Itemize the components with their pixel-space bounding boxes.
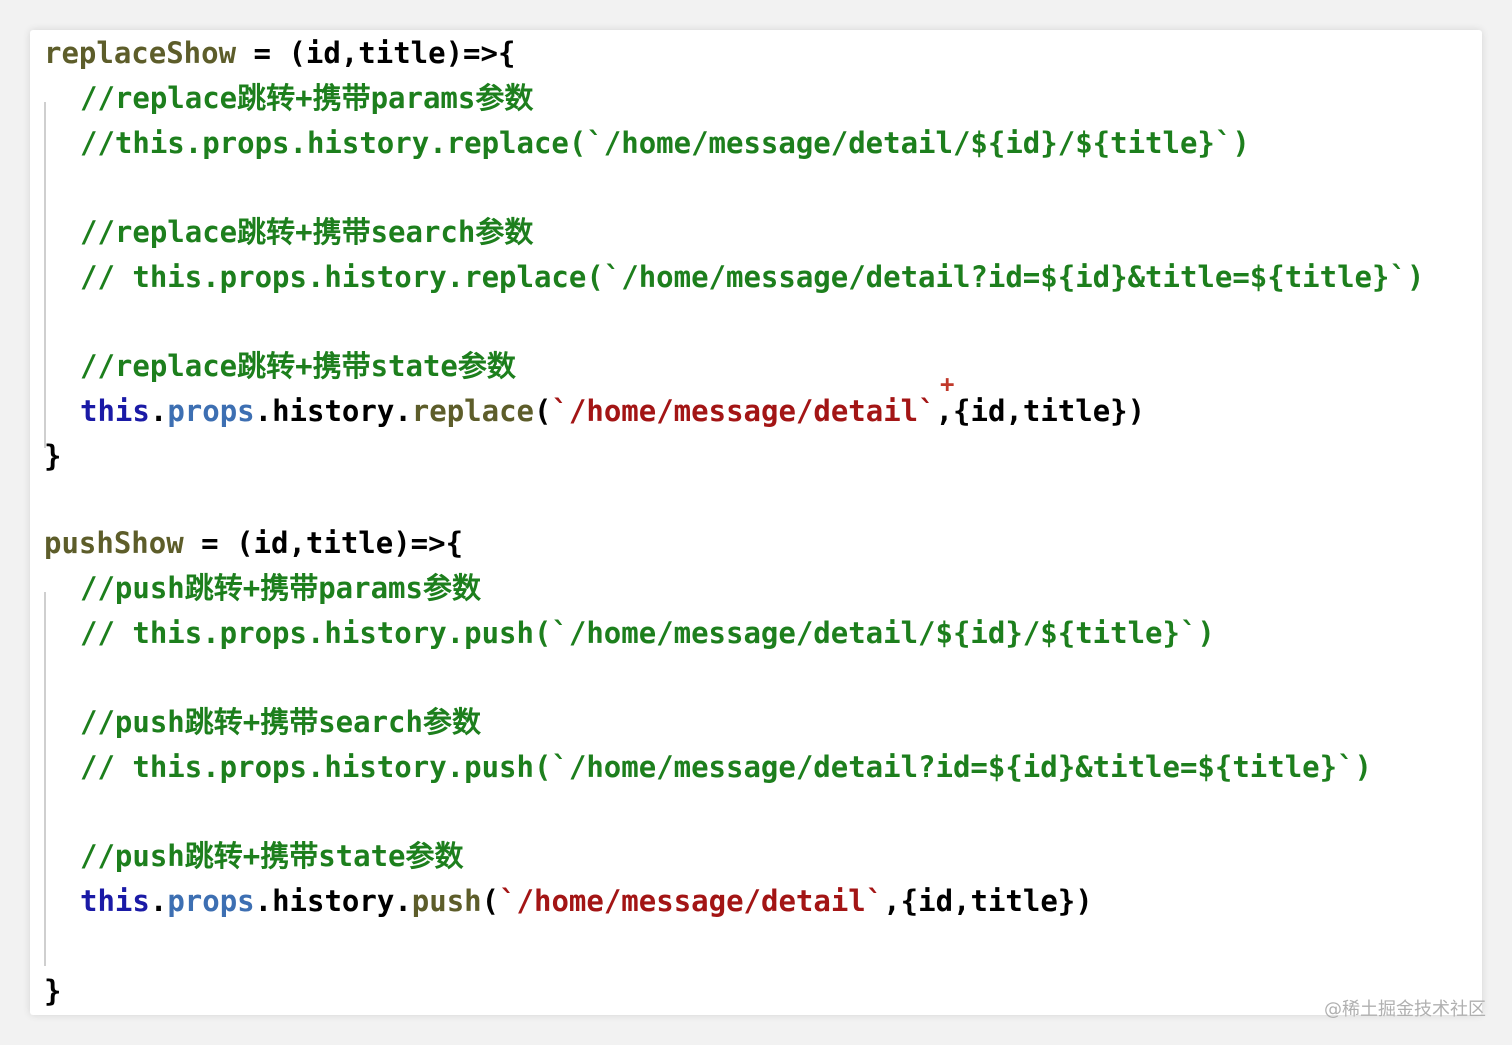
- commented-code-line: // this.props.history.replace(`/home/mes…: [80, 260, 1425, 294]
- keyword-this: this: [80, 884, 150, 918]
- dot: .: [149, 884, 168, 918]
- code-line-replace-signature: replaceShow = (id,title)=>{: [44, 36, 515, 70]
- call-args: ,{id,title}): [935, 394, 1146, 428]
- watermark: @稀土掘金技术社区: [1324, 999, 1486, 1020]
- comment-line: //push跳转+携带state参数: [80, 839, 464, 873]
- string-path: `/home/message/detail`: [499, 884, 884, 918]
- function-name: replaceShow: [44, 36, 237, 70]
- dot: .: [254, 394, 273, 428]
- closing-brace: }: [44, 439, 62, 473]
- property-props: props: [167, 884, 255, 918]
- method-name: replace: [411, 394, 534, 428]
- comment-line: //replace跳转+携带state参数: [80, 349, 516, 383]
- call-args: ,{id,title}): [883, 884, 1093, 918]
- dot: .: [394, 394, 412, 428]
- comment-line: //replace跳转+携带params参数: [80, 81, 534, 115]
- method-name: push: [411, 884, 482, 918]
- dot: .: [254, 884, 273, 918]
- property-history: history: [272, 884, 395, 918]
- code-line-replace-state: this.props.history.replace(`/home/messag…: [80, 394, 1145, 428]
- dot: .: [149, 394, 168, 428]
- code-screenshot-card: replaceShow = (id,title)=>{ //replace跳转+…: [30, 30, 1482, 1015]
- property-props: props: [167, 394, 255, 428]
- commented-code-line: //this.props.history.replace(`/home/mess…: [80, 126, 1250, 160]
- code-editor: replaceShow = (id,title)=>{ //replace跳转+…: [30, 30, 1482, 1015]
- property-history: history: [272, 394, 395, 428]
- comment-line: //replace跳转+携带search参数: [80, 215, 534, 249]
- comment-line: //push跳转+携带params参数: [80, 571, 481, 605]
- string-path: `/home/message/detail`: [551, 394, 936, 428]
- commented-code-line: // this.props.history.push(`/home/messag…: [80, 616, 1215, 650]
- keyword-this: this: [80, 394, 150, 428]
- indent-guide-block1: [44, 102, 46, 448]
- function-signature: = (id,title)=>{: [236, 36, 516, 70]
- function-signature: = (id,title)=>{: [183, 526, 464, 560]
- comment-line: //push跳转+携带search参数: [80, 705, 481, 739]
- commented-code-line: // this.props.history.push(`/home/messag…: [80, 750, 1373, 784]
- open-paren: (: [481, 884, 500, 918]
- plus-icon: +: [940, 370, 955, 398]
- code-line-push-signature: pushShow = (id,title)=>{: [44, 526, 463, 560]
- dot: .: [394, 884, 412, 918]
- function-name: pushShow: [44, 526, 184, 560]
- code-line-push-state: this.props.history.push(`/home/message/d…: [80, 884, 1093, 918]
- open-paren: (: [534, 394, 552, 428]
- indent-guide-block2: [44, 592, 46, 966]
- closing-brace: }: [44, 974, 62, 1008]
